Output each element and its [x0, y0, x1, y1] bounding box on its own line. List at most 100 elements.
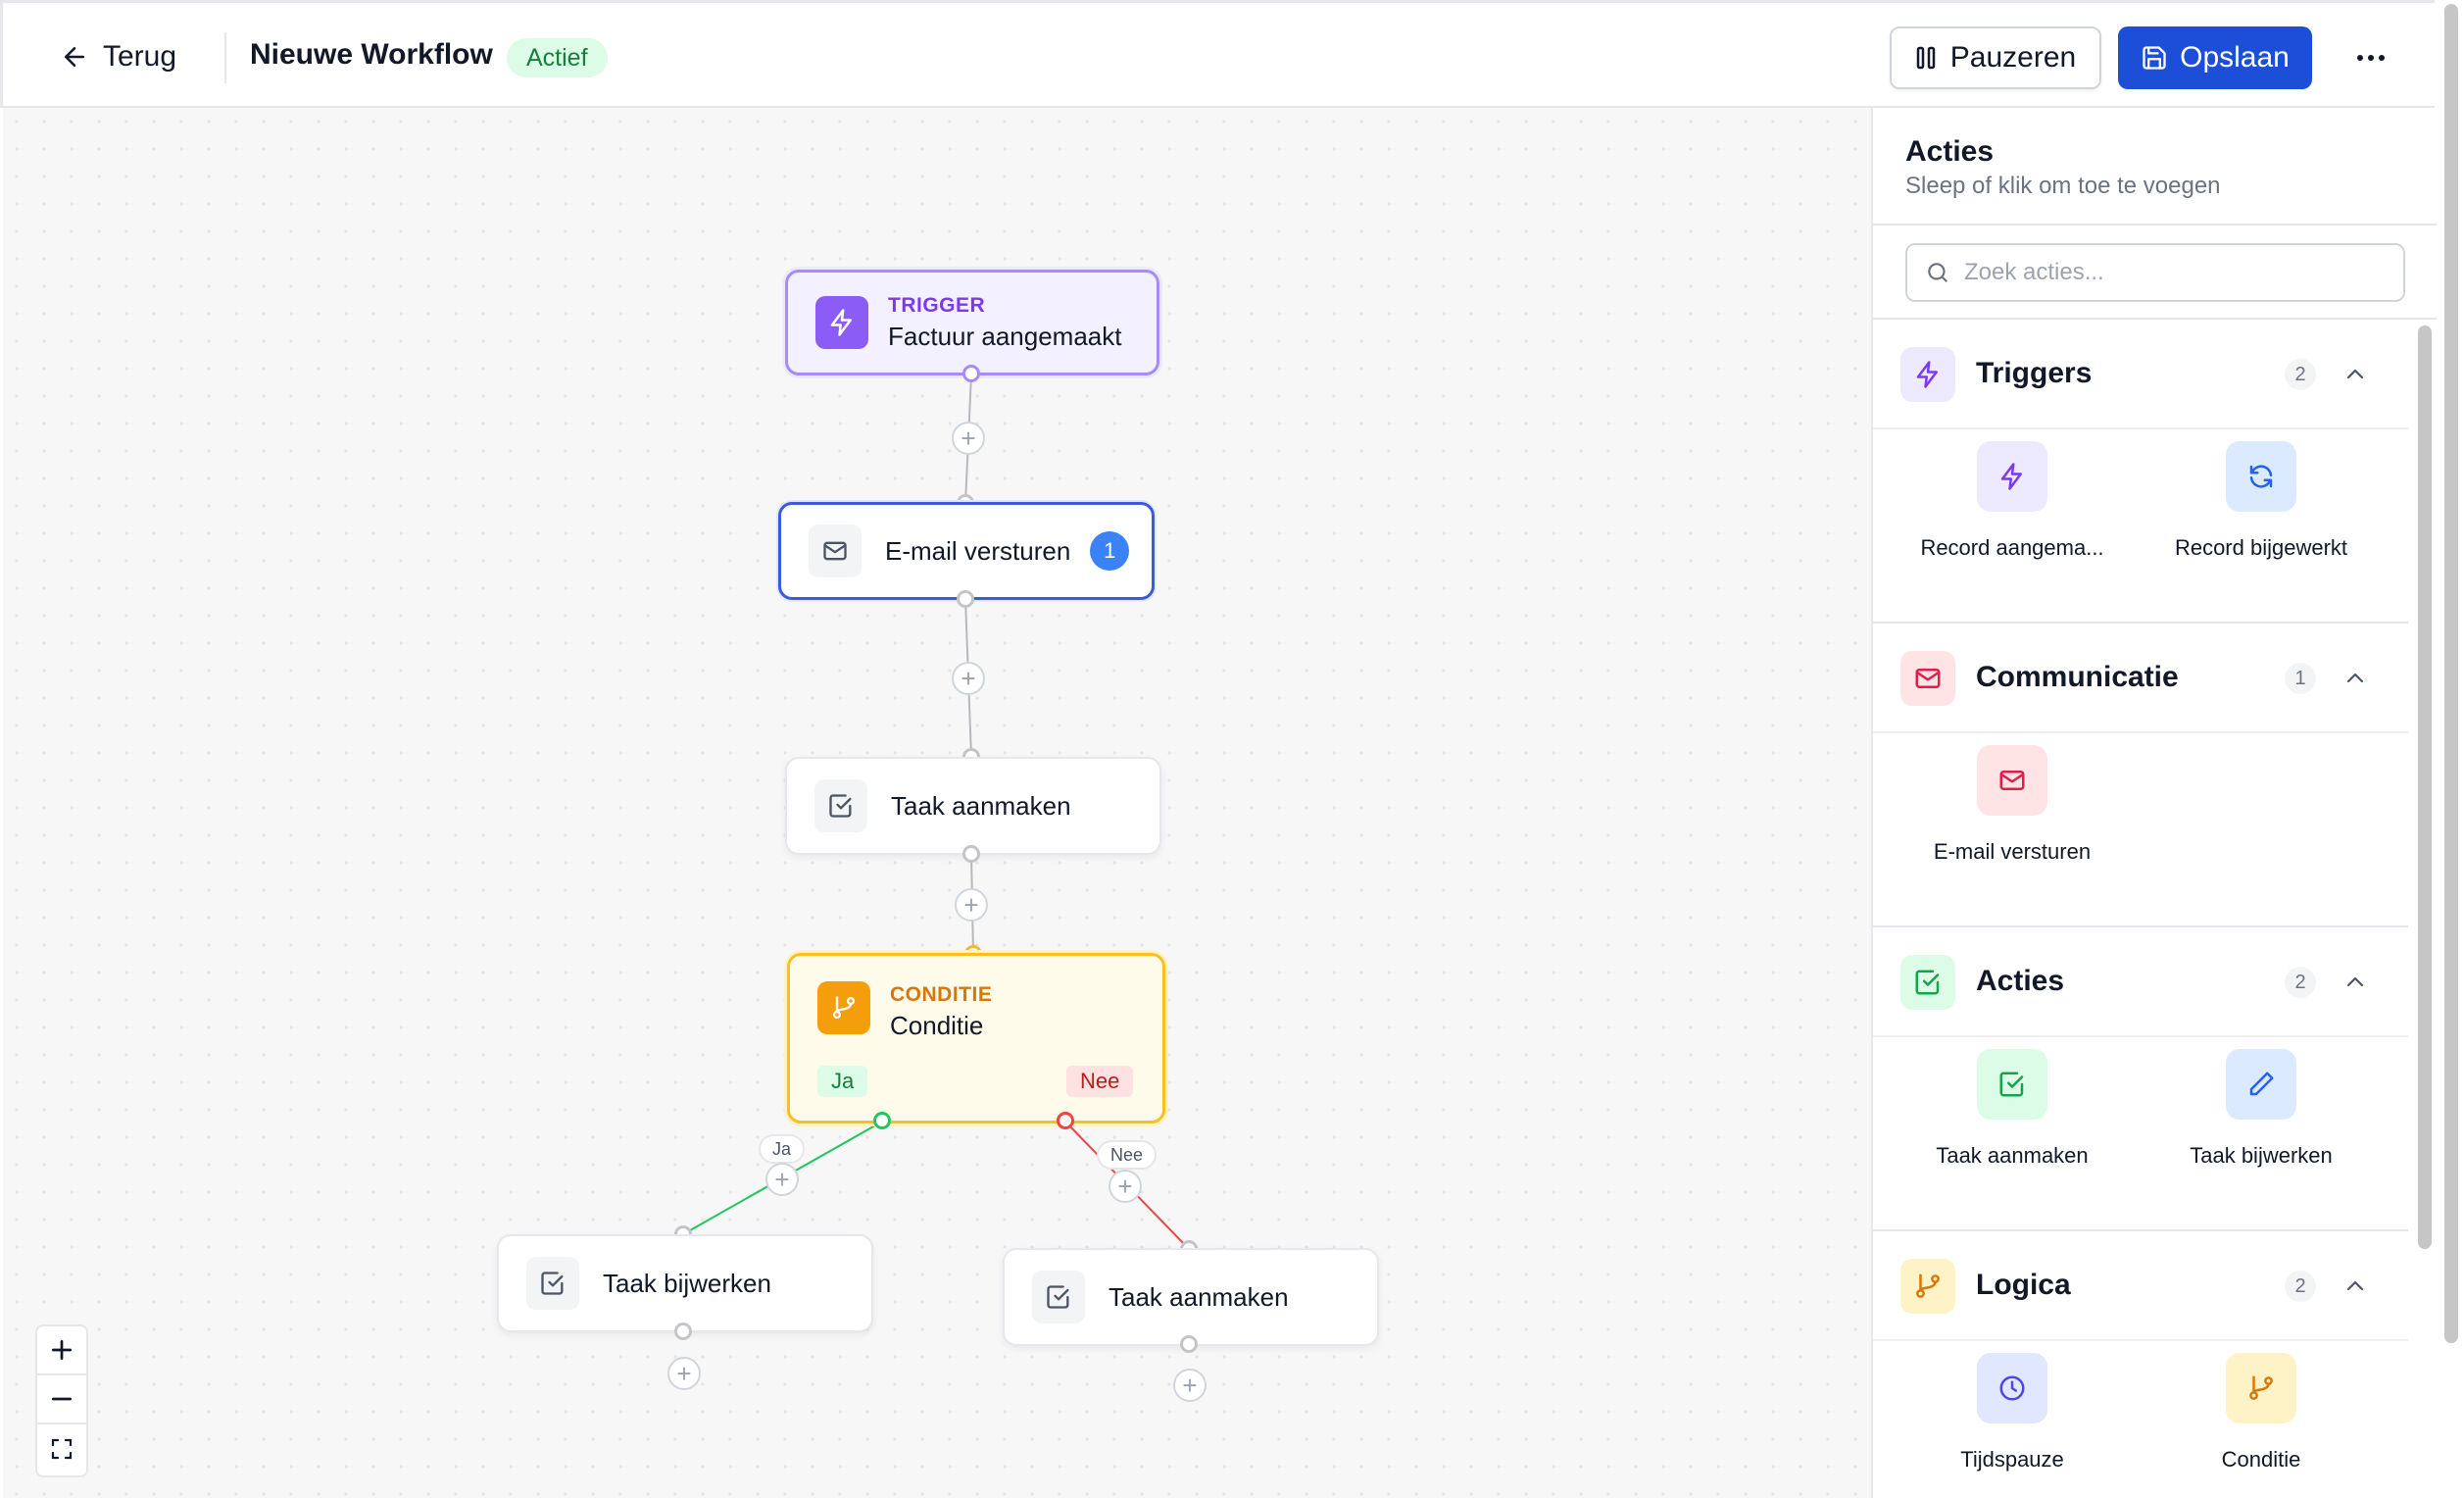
add-step-button[interactable]: + — [667, 1357, 701, 1390]
workflow-canvas[interactable]: TRIGGER Factuur aangemaakt + E-mail vers… — [3, 108, 1871, 1498]
search-input[interactable] — [1964, 259, 2376, 286]
workflow-title[interactable]: Nieuwe Workflow — [250, 38, 493, 71]
branch-no-node-label: Taak aanmaken — [1109, 1281, 1289, 1312]
bolt-icon — [2000, 463, 2022, 490]
action-item[interactable]: Taak aanmaken — [1888, 1049, 2137, 1169]
chevron-up-icon[interactable] — [2341, 665, 2369, 692]
chevron-up-icon[interactable] — [2341, 361, 2369, 388]
section-logica-header[interactable]: Logica 2 — [1873, 1231, 2408, 1341]
email-node-badge: 1 — [1090, 531, 1130, 571]
pause-button[interactable]: Pauzeren — [1890, 26, 2101, 89]
action-item[interactable]: Conditie — [2137, 1353, 2386, 1473]
fit-view-button[interactable] — [37, 1424, 86, 1473]
task-output-port[interactable] — [962, 845, 980, 863]
minus-icon — [51, 1397, 73, 1401]
condition-label: Conditie — [890, 1011, 984, 1040]
bolt-icon — [1916, 361, 1938, 388]
search-field[interactable] — [1905, 243, 2405, 302]
pencil-icon — [2249, 1072, 2274, 1096]
item-icon — [1977, 1353, 2047, 1423]
section-triggers: Triggers 2 Record aangema... Record bijg… — [1873, 320, 2408, 624]
branch-yes-node-label: Taak bijwerken — [603, 1268, 771, 1298]
action-item[interactable]: Record aangema... — [1888, 441, 2137, 561]
item-icon — [2226, 1049, 2296, 1120]
branch-yes-output-port[interactable] — [674, 1323, 692, 1340]
item-icon — [1977, 441, 2047, 512]
section-name: Acties — [1976, 965, 2065, 997]
mail-icon — [1999, 771, 2025, 790]
condition-yes-tag: Ja — [817, 1066, 868, 1097]
zoom-controls — [35, 1324, 88, 1477]
section-name: Logica — [1976, 1269, 2071, 1301]
page-scrollbar-thumb[interactable] — [2444, 4, 2458, 1343]
check-square-icon — [829, 794, 852, 818]
chevron-up-icon[interactable] — [2341, 969, 2369, 996]
zoom-out-button[interactable] — [37, 1375, 86, 1424]
task-node[interactable]: Taak aanmaken — [785, 757, 1161, 855]
condition-no-port[interactable] — [1057, 1112, 1074, 1129]
header-divider — [224, 32, 226, 83]
panel-scrollbar-thumb[interactable] — [2418, 325, 2432, 1249]
add-step-button[interactable]: + — [1109, 1170, 1142, 1203]
item-icon — [1977, 1049, 2047, 1120]
item-label: Record aangema... — [1920, 535, 2104, 560]
task-node-label: Taak aanmaken — [891, 790, 1071, 821]
branch-icon — [832, 996, 856, 1020]
section-count: 2 — [2285, 967, 2316, 998]
bolt-icon — [830, 309, 852, 336]
action-item[interactable]: Record bijgewerkt — [2137, 441, 2386, 561]
branch-no-output-port[interactable] — [1180, 1335, 1198, 1353]
panel-scrollbar[interactable] — [2416, 325, 2434, 1498]
check-square-icon — [1915, 970, 1940, 995]
section-communicatie-header[interactable]: Communicatie 1 — [1873, 624, 2408, 733]
condition-node[interactable]: CONDITIE Conditie Ja Nee — [787, 953, 1165, 1124]
plus-icon — [51, 1339, 73, 1361]
pause-label: Pauzeren — [1949, 41, 2077, 74]
back-button[interactable]: Terug — [60, 34, 176, 79]
action-item[interactable]: Tijdspauze — [1888, 1353, 2137, 1473]
add-step-button[interactable]: + — [952, 422, 985, 455]
add-step-button[interactable]: + — [955, 888, 988, 922]
refresh-icon — [2249, 465, 2273, 488]
branch-icon — [1916, 1273, 1940, 1298]
branch-no-node[interactable]: Taak aanmaken — [1003, 1248, 1379, 1346]
chevron-up-icon[interactable] — [2341, 1273, 2369, 1300]
email-node-icon — [809, 524, 862, 577]
save-button[interactable]: Opslaan — [2118, 26, 2312, 89]
action-item[interactable]: E-mail versturen — [1888, 745, 2137, 865]
actions-panel: Acties Sleep of klik om toe te voegen Tr… — [1871, 108, 2437, 1498]
section-triggers-header[interactable]: Triggers 2 — [1873, 320, 2408, 429]
action-item[interactable]: Taak bijwerken — [2137, 1049, 2386, 1169]
add-step-button[interactable]: + — [765, 1163, 799, 1196]
status-badge: Actief — [507, 38, 608, 77]
email-node-label: E-mail versturen — [885, 535, 1071, 566]
email-node[interactable]: E-mail versturen 1 — [778, 502, 1155, 600]
branch-yes-node-icon — [526, 1257, 579, 1310]
email-output-port[interactable] — [957, 590, 974, 608]
panel-subtitle: Sleep of klik om toe te voegen — [1905, 173, 2221, 199]
mail-icon — [1915, 669, 1941, 688]
edge-no-label: Nee — [1097, 1140, 1158, 1170]
save-icon — [2143, 46, 2166, 70]
page-scrollbar[interactable] — [2437, 0, 2464, 1498]
section-logica-icon — [1900, 1259, 1955, 1314]
more-options-button[interactable] — [2345, 32, 2396, 83]
panel-title: Acties — [1905, 135, 1995, 168]
top-bar: Terug Nieuwe Workflow Actief Pauzeren Op… — [0, 0, 2435, 108]
branch-yes-node[interactable]: Taak bijwerken — [497, 1234, 873, 1332]
item-label: Taak aanmaken — [1936, 1143, 2089, 1168]
add-step-button[interactable]: + — [952, 662, 985, 695]
section-communicatie-icon — [1900, 651, 1955, 706]
task-node-icon — [814, 779, 867, 832]
item-icon — [1977, 745, 2047, 816]
condition-yes-port[interactable] — [873, 1112, 891, 1129]
condition-no-tag: Nee — [1066, 1066, 1134, 1097]
zoom-in-button[interactable] — [37, 1326, 86, 1375]
item-label: Tijdspauze — [1960, 1447, 2064, 1472]
trigger-output-port[interactable] — [962, 365, 980, 382]
trigger-node[interactable]: TRIGGER Factuur aangemaakt — [785, 270, 1159, 375]
section-acties-header[interactable]: Acties 2 — [1873, 927, 2408, 1037]
add-step-button[interactable]: + — [1173, 1369, 1207, 1402]
save-label: Opslaan — [2180, 41, 2290, 74]
item-icon — [2226, 1353, 2296, 1423]
